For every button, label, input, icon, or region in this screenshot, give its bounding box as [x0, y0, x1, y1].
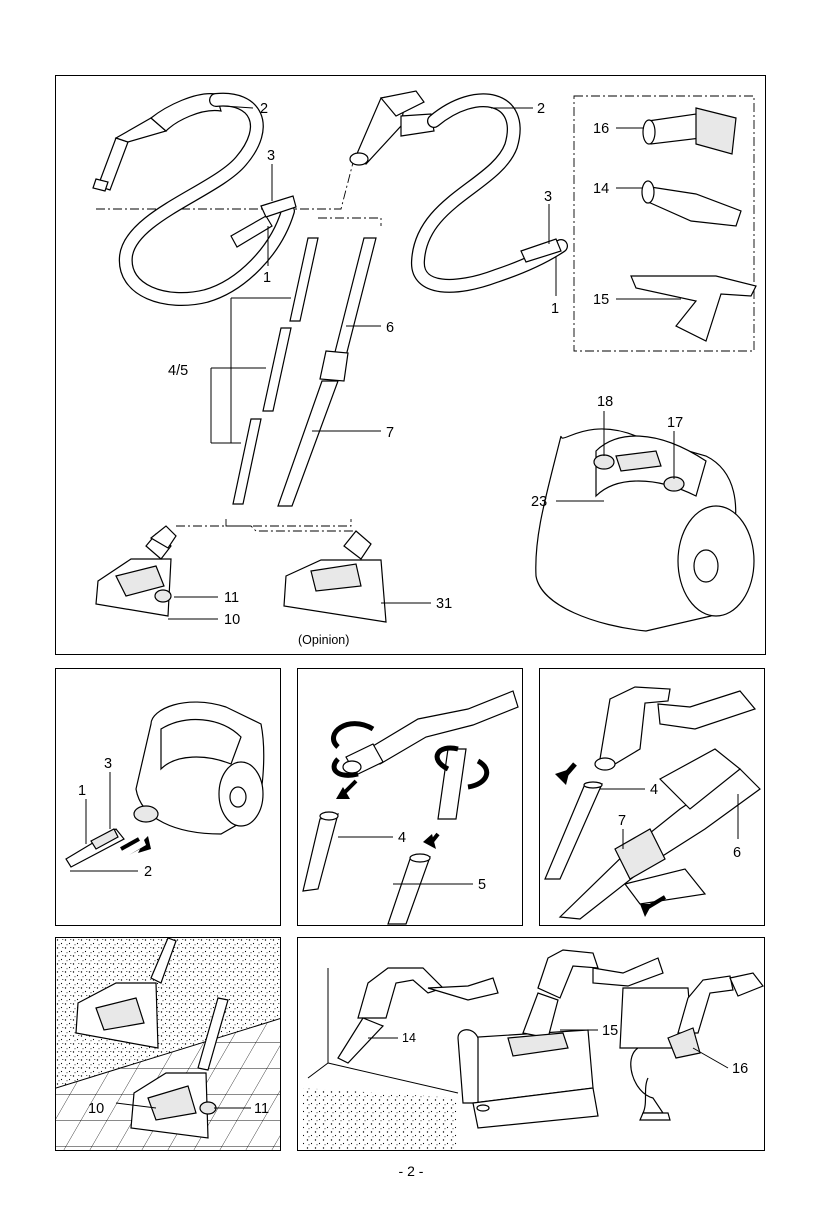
- label-7-p4: 7: [618, 813, 626, 829]
- turbo-nozzle: 31 (Opinion): [283, 530, 452, 647]
- parts-overview-panel: 2 3 1 4/5 6 7 2: [55, 75, 766, 655]
- label-4-p3: 4: [398, 830, 406, 846]
- label-2-left: 2: [260, 101, 268, 117]
- floor-usage-panel: 10 11: [55, 937, 281, 1151]
- page-number: - 2 -: [398, 1163, 424, 1179]
- turbo-caption: (Opinion): [298, 633, 349, 647]
- label-4-5: 4/5: [168, 363, 188, 379]
- telescopic-tube: 6 7: [277, 237, 394, 507]
- hose-left: [92, 92, 297, 306]
- label-16: 16: [593, 121, 609, 137]
- hose-right-labels: 2 3 1: [491, 101, 559, 317]
- accessory-usage-illustration: 14 15 16: [303, 949, 764, 1150]
- label-1-right: 1: [551, 301, 559, 317]
- tube-fit-illustration: 4 5: [302, 690, 519, 925]
- floor-usage-illustration: 10 11: [56, 938, 280, 1150]
- hose-right: [349, 90, 568, 293]
- telescopic-adjust-illustration: 4 7 6: [544, 686, 761, 920]
- label-18: 18: [597, 394, 613, 410]
- label-3-left: 3: [267, 148, 275, 164]
- label-1-p2: 1: [78, 783, 86, 799]
- hose-connect-illustration: 3 1 2: [65, 701, 265, 880]
- label-31: 31: [436, 596, 452, 612]
- hose-left-labels: 2 3 1: [222, 101, 275, 286]
- label-10: 10: [224, 612, 240, 628]
- label-3-p2: 3: [104, 756, 112, 772]
- hose-connect-panel: 3 1 2: [55, 668, 281, 926]
- label-10-p5: 10: [88, 1101, 104, 1117]
- extension-tubes: 4/5: [168, 237, 319, 505]
- label-11: 11: [224, 590, 239, 606]
- vacuum-body: 18 17 23: [531, 394, 755, 632]
- floor-nozzle: 11 10: [95, 525, 240, 628]
- label-7: 7: [386, 425, 394, 441]
- label-3-right: 3: [544, 189, 552, 205]
- accessories-box: 16 14 15: [573, 95, 757, 352]
- label-5-p3: 5: [478, 877, 486, 893]
- label-23: 23: [531, 494, 547, 510]
- label-14-p6: 14: [402, 1031, 416, 1045]
- label-15: 15: [593, 292, 609, 308]
- label-11-p5: 11: [254, 1101, 269, 1117]
- label-2-right: 2: [537, 101, 545, 117]
- accessory-usage-panel: 14 15 16: [297, 937, 765, 1151]
- label-1-left: 1: [263, 270, 271, 286]
- label-6: 6: [386, 320, 394, 336]
- label-14: 14: [593, 181, 609, 197]
- telescopic-adjust-panel: 4 7 6: [539, 668, 765, 926]
- parts-overview-illustration: 2 3 1 4/5 6 7 2: [92, 90, 757, 647]
- label-16-p6: 16: [732, 1061, 748, 1077]
- label-6-p4: 6: [733, 845, 741, 861]
- tube-fit-panel: 4 5: [297, 668, 523, 926]
- label-2-p2: 2: [144, 864, 152, 880]
- label-15-p6: 15: [602, 1023, 618, 1039]
- label-4-p4: 4: [650, 782, 658, 798]
- label-17: 17: [667, 415, 683, 431]
